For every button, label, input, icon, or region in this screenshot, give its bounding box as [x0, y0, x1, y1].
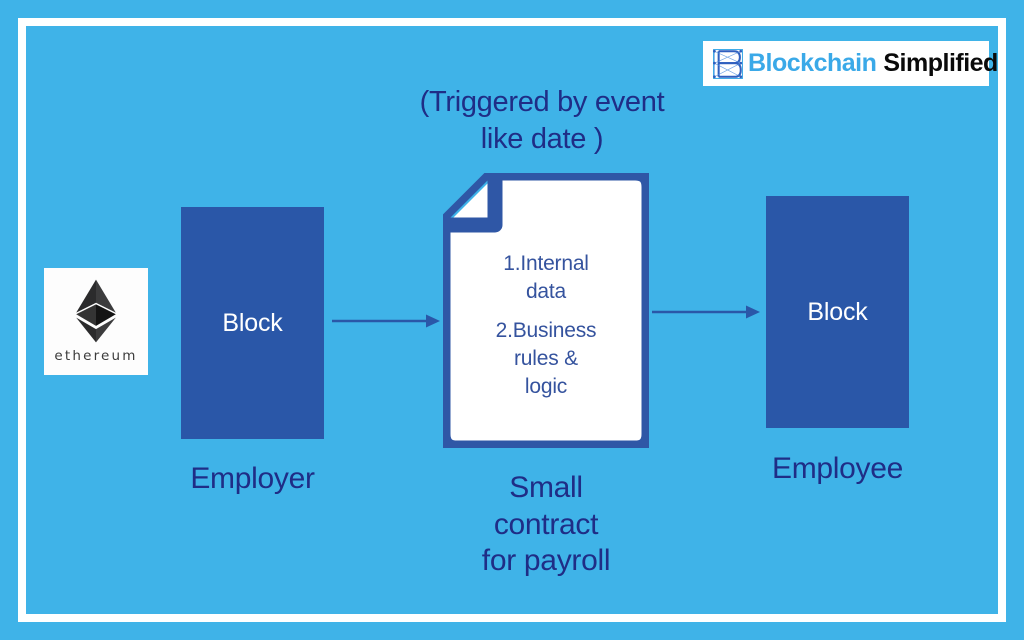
logo-word-simplified: Simplified — [883, 49, 998, 77]
document-folded-corner-icon[interactable] — [443, 173, 649, 448]
employer-block-label: Block — [222, 308, 283, 337]
blockchain-mesh-b-icon — [713, 48, 743, 79]
contract-caption-line-2: contract — [493, 507, 599, 541]
contract-caption-line-3: for payroll — [481, 544, 611, 578]
contract-caption-line-1: Small — [509, 471, 583, 504]
contract-item-2: 2.Business — [495, 318, 597, 342]
contract-caption: Small contract for payroll — [437, 470, 655, 580]
ethereum-diamond-icon — [76, 279, 116, 342]
contract-item-1: 1.Internal — [503, 252, 589, 275]
employee-caption: Employee — [771, 452, 903, 485]
arrow-employer-to-contract — [332, 314, 440, 328]
ethereum-wordmark: ethereum — [54, 347, 138, 364]
contract-item-2-cont2: logic — [524, 374, 568, 398]
contract-item-1-cont: data — [525, 279, 567, 303]
page-title: (Triggered by event like date ) — [312, 84, 772, 158]
page-title-line-1: (Triggered by event — [419, 86, 665, 118]
arrow-contract-to-employee — [652, 305, 760, 319]
employer-caption: Employer — [190, 462, 315, 495]
employee-block[interactable]: Block — [766, 196, 909, 428]
page-title-line-2: like date ) — [480, 123, 604, 156]
contract-item-2-cont: rules & — [514, 346, 578, 370]
brand-logo-badge: Blockchain Simplified — [703, 41, 998, 86]
ethereum-logo-tile: ethereum — [44, 268, 148, 375]
employer-block[interactable]: Block — [181, 207, 324, 439]
contract-body-text: 1.Internal data 2.Business rules & logic — [466, 250, 626, 401]
employee-block-label: Block — [807, 297, 868, 326]
contract-text-gap — [466, 306, 626, 317]
logo-word-blockchain: Blockchain — [748, 49, 877, 77]
